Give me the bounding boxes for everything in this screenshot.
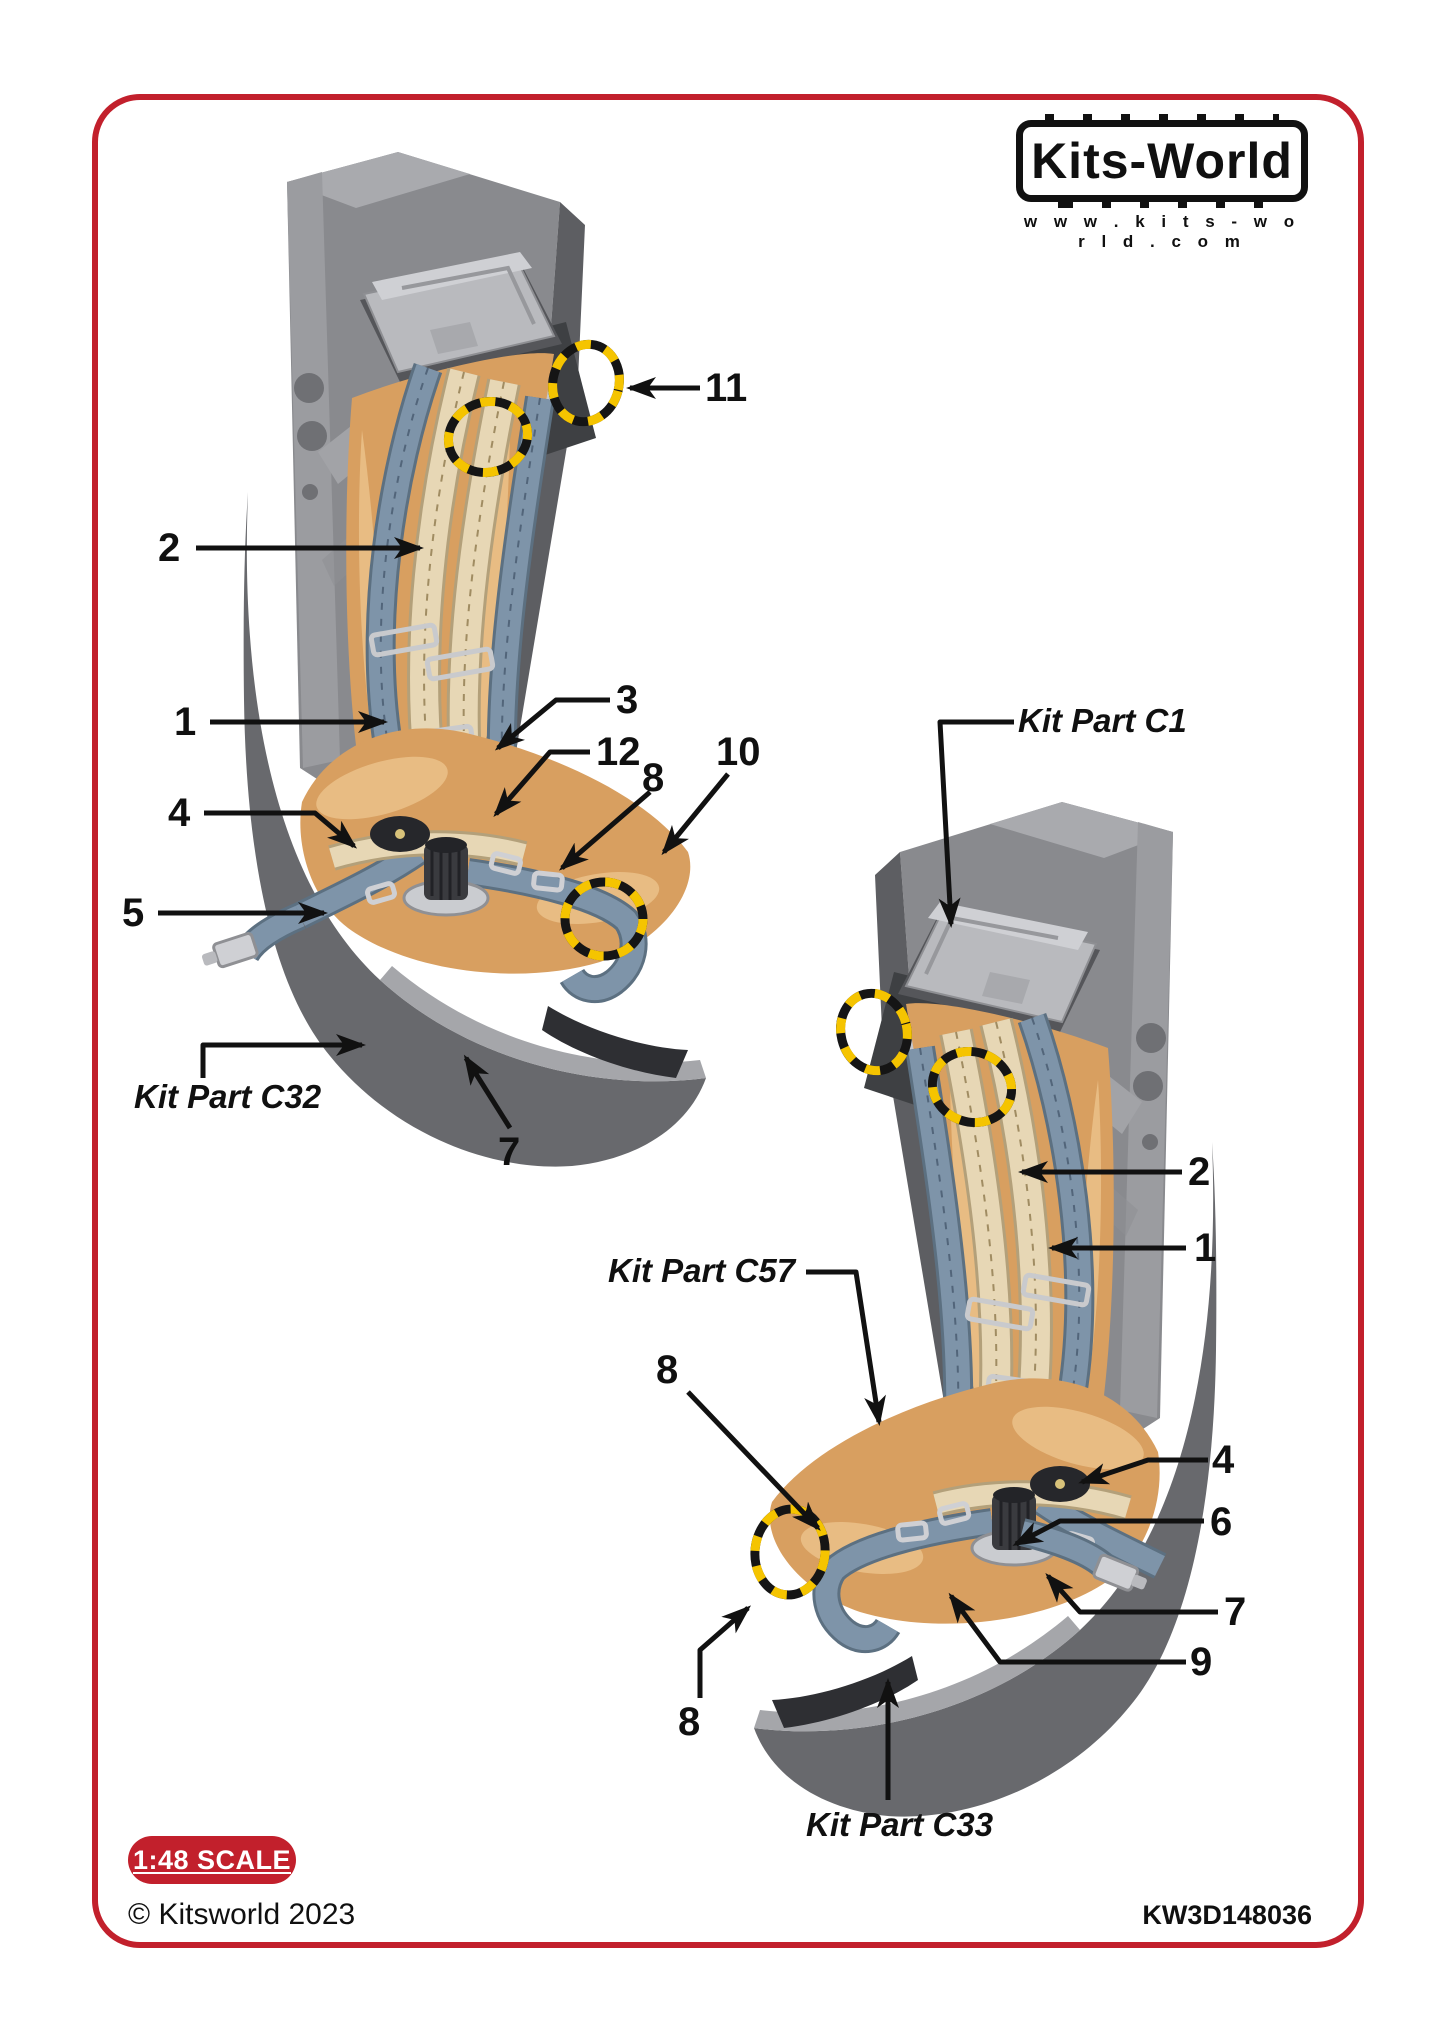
leader-7-right xyxy=(1045,1573,1218,1615)
callout-1-right: 1 xyxy=(1194,1226,1217,1270)
callout-3: 3 xyxy=(616,678,639,722)
callout-9: 9 xyxy=(1190,1640,1213,1684)
callout-7-left: 7 xyxy=(498,1130,521,1174)
callout-kit-part-c1: Kit Part C1 xyxy=(1018,702,1187,739)
logo-brand-text: Kits-World xyxy=(1031,133,1293,189)
leader-9 xyxy=(948,1592,1186,1665)
scale-badge-text: 1:48 SCALE xyxy=(132,1844,292,1875)
callout-4-right: 4 xyxy=(1212,1438,1235,1482)
kits-world-logo: Kits-World w w w . k i t s - w o r l d .… xyxy=(1016,114,1308,252)
callout-arrows xyxy=(158,377,1218,1800)
leader-4-left xyxy=(204,810,358,849)
sprue-bars-top-icon xyxy=(1045,114,1279,127)
callout-12: 12 xyxy=(596,730,641,774)
callout-kit-part-c32: Kit Part C32 xyxy=(134,1078,322,1115)
leader-4-right xyxy=(1078,1457,1208,1485)
leader-10 xyxy=(661,772,730,856)
leader-8-left xyxy=(558,790,652,871)
leader-8-right-upper xyxy=(686,1390,821,1531)
callout-8-right-lower: 8 xyxy=(678,1700,701,1744)
red-border-frame xyxy=(92,94,1364,1948)
right-seat-illustration xyxy=(751,802,1217,1817)
leader-kit-part-c32 xyxy=(200,1034,366,1078)
highlight-loop-top-right xyxy=(836,988,1017,1128)
callout-8-left: 8 xyxy=(642,756,665,800)
leader-3 xyxy=(494,697,610,751)
copyright-text: © Kitsworld 2023 xyxy=(128,1898,356,1931)
leader-8-right-lower xyxy=(697,1605,752,1698)
callout-8-right-upper: 8 xyxy=(656,1348,679,1392)
leader-kit-part-c1 xyxy=(937,719,1014,928)
scale-badge: 1:48 SCALE xyxy=(128,1836,296,1884)
callout-kit-part-c57: Kit Part C57 xyxy=(608,1252,796,1289)
logo-sprue-frame: Kits-World xyxy=(1016,114,1308,208)
callout-4-left: 4 xyxy=(168,791,191,835)
highlight-loop-top-left xyxy=(443,339,624,478)
leader-6 xyxy=(1012,1518,1204,1547)
leader-kit-part-c57 xyxy=(806,1269,886,1426)
callout-5: 5 xyxy=(122,891,145,935)
product-code: KW3D148036 xyxy=(1142,1900,1312,1930)
callout-6: 6 xyxy=(1210,1500,1233,1544)
leader-7-left xyxy=(463,1054,513,1130)
callout-2-right: 2 xyxy=(1188,1150,1211,1194)
callout-2-left: 2 xyxy=(158,526,181,570)
callout-kit-part-c33: Kit Part C33 xyxy=(806,1806,994,1843)
callout-11: 11 xyxy=(705,366,748,410)
callout-10: 10 xyxy=(716,730,761,774)
sprue-bars-bottom-icon xyxy=(1045,195,1279,208)
logo-website-text: w w w . k i t s - w o r l d . c o m xyxy=(1023,212,1301,251)
highlight-ellipse-left-pan xyxy=(560,877,648,961)
callout-7-right: 7 xyxy=(1224,1590,1247,1634)
leader-12 xyxy=(493,749,590,818)
callout-1-left: 1 xyxy=(174,700,197,744)
left-seat-illustration xyxy=(201,152,706,1167)
